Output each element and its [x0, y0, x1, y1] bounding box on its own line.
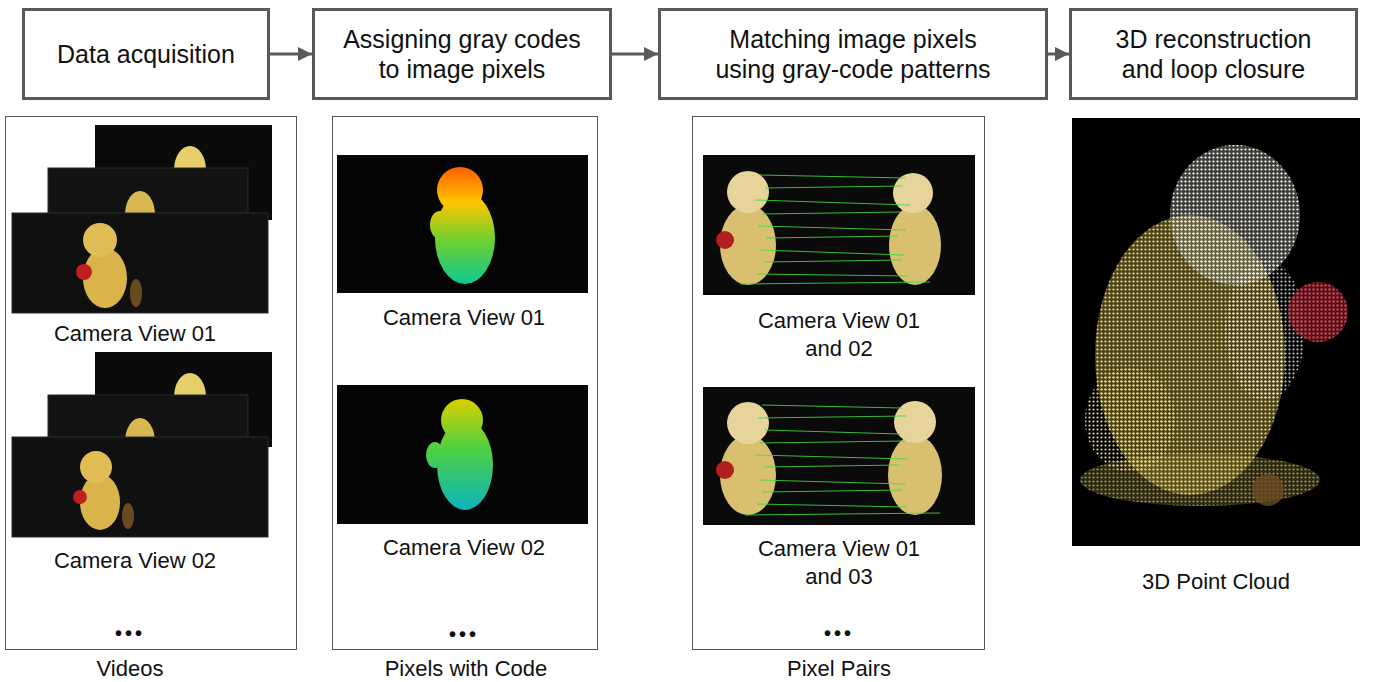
- point-cloud-leg: [1085, 368, 1175, 472]
- ellipsis-mark: •••: [779, 619, 899, 647]
- flow-arrow: [612, 53, 658, 56]
- step-label: Assigning gray codes to image pixels: [333, 24, 591, 84]
- match-line: [759, 480, 905, 484]
- match-lines: [740, 175, 930, 284]
- point-cloud-image: [1072, 118, 1360, 546]
- teddy-figure: [894, 401, 936, 443]
- match-line: [766, 236, 898, 238]
- teddy-figure: [888, 435, 942, 515]
- match-line: [762, 405, 902, 408]
- process-box: Assigning gray codes to image pixels: [312, 8, 612, 100]
- coded-teddy: [441, 399, 483, 441]
- match-image: [703, 387, 975, 525]
- ball-figure: [716, 461, 734, 479]
- panel-frame: Camera View 01Camera View 02•••Pixels wi…: [332, 116, 598, 650]
- process-box: Matching image pixels using gray-code pa…: [658, 8, 1048, 100]
- step-label: Matching image pixels using gray-code pa…: [703, 24, 1003, 84]
- match-line: [764, 260, 901, 262]
- process-box: 3D reconstruction and loop closure: [1069, 8, 1358, 100]
- flow-arrow: [1048, 53, 1069, 56]
- point-cloud-ball: [1288, 282, 1348, 342]
- teddy-figure: [83, 248, 127, 308]
- view-caption: Camera View 02: [344, 534, 584, 562]
- view-caption: Camera View 02: [5, 547, 265, 575]
- coded-teddy: [437, 167, 483, 213]
- coded-teddy: [426, 442, 444, 468]
- teddy-figure: [889, 205, 941, 285]
- process-box: Data acquisition: [22, 8, 270, 100]
- teddy-figure: [727, 402, 769, 444]
- point-cloud-tail: [1252, 474, 1284, 506]
- teddy-figure: [83, 223, 117, 257]
- step-label: 3D reconstruction and loop closure: [1100, 24, 1328, 84]
- figure-caption: 3D Point Cloud: [1142, 568, 1290, 596]
- match-line: [760, 441, 905, 443]
- panel-frame: Camera View 01 and 02 Camera View 01 and …: [692, 116, 985, 650]
- view-caption: Camera View 01: [344, 304, 584, 332]
- match-line: [763, 490, 902, 492]
- match-line: [765, 186, 902, 188]
- panel-caption: Pixels with Code: [336, 655, 596, 682]
- point-cloud-head: [1170, 145, 1300, 285]
- teddy-figure: [727, 171, 769, 213]
- view-caption: Camera View 01: [5, 320, 265, 348]
- ellipsis-mark: •••: [404, 620, 524, 648]
- match-line: [760, 250, 904, 255]
- video-frame: [12, 213, 268, 313]
- teddy-figure: [80, 451, 112, 483]
- view-caption: Camera View 01 and 02: [744, 307, 934, 363]
- match-line: [764, 465, 899, 467]
- code-image: [337, 385, 588, 524]
- match-line: [740, 282, 930, 284]
- ellipsis-mark: •••: [70, 619, 190, 647]
- coded-teddy: [430, 211, 450, 239]
- panel-frame: Camera View 01Camera View 02•••Videos: [5, 116, 297, 650]
- ball-figure: [76, 264, 92, 280]
- match-line: [762, 212, 900, 214]
- match-line: [745, 513, 940, 515]
- code-image: [337, 155, 588, 293]
- ball-figure: [73, 490, 87, 504]
- match-line: [758, 416, 906, 418]
- teddy-figure: [130, 279, 142, 307]
- teddy-figure: [893, 173, 933, 213]
- panel-caption: Pixel Pairs: [709, 655, 969, 682]
- ball-figure: [716, 231, 734, 249]
- point-cloud-arm: [1225, 260, 1305, 400]
- match-line: [758, 226, 906, 230]
- teddy-figure: [122, 503, 134, 529]
- match-line: [760, 175, 905, 178]
- match-line: [756, 455, 908, 459]
- match-line: [755, 200, 910, 205]
- flow-arrow: [270, 53, 312, 56]
- panel-caption: Videos: [0, 655, 260, 682]
- view-caption: Camera View 01 and 03: [744, 535, 934, 591]
- step-label: Data acquisition: [30, 39, 262, 69]
- match-lines: [745, 405, 940, 515]
- point-cloud-ball: [1288, 282, 1348, 342]
- video-frame: [12, 437, 268, 537]
- match-image: [703, 155, 975, 295]
- point-cloud-head: [1170, 145, 1300, 285]
- match-line: [757, 504, 907, 507]
- match-line: [757, 274, 908, 276]
- match-line: [765, 430, 900, 434]
